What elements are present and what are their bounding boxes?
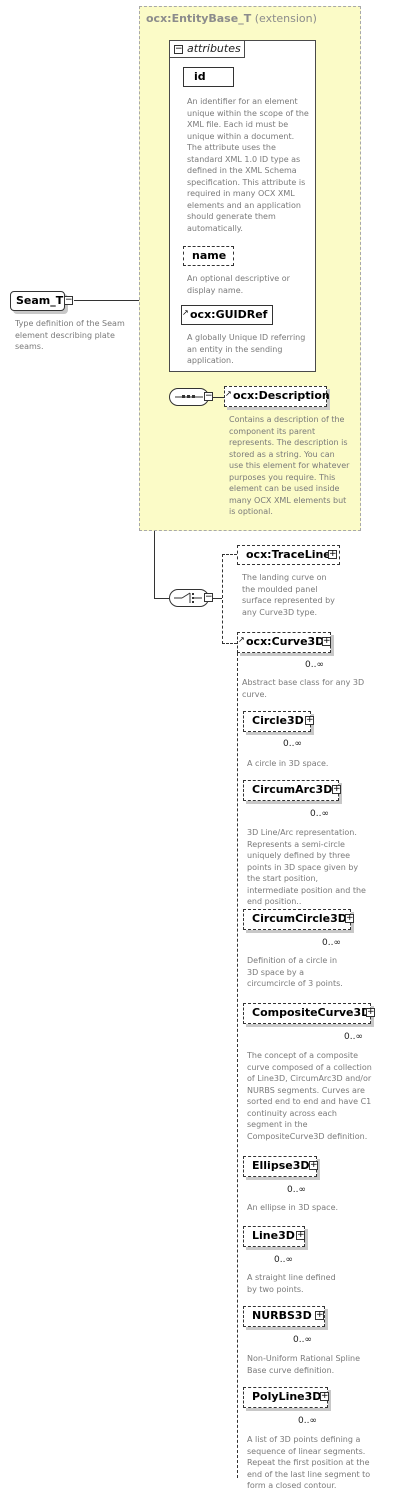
sequence-compositor (169, 388, 209, 406)
attribute-name-description: An optional descriptive or display name. (187, 274, 290, 295)
circle3d-description: A circle in 3D space. (247, 759, 329, 768)
connector-choice-v (222, 554, 223, 644)
attribute-guidref[interactable]: ↗ ocx:GUIDRef (181, 305, 273, 325)
circumcircle3d-label: CircumCircle3D (252, 912, 347, 925)
nurbs3d-description: Non-Uniform Rational Spline Base curve d… (247, 1354, 361, 1375)
seam-t-element[interactable]: Seam_T (10, 291, 65, 311)
curve3d-element[interactable]: ↗ ocx:Curve3D (237, 632, 331, 653)
polyline3d-expand-icon[interactable]: + (320, 1391, 329, 1401)
compositecurve3d-label: CompositeCurve3D (252, 1006, 371, 1019)
circumarc3d-element[interactable]: CircumArc3D (243, 780, 339, 801)
circumcircle3d-expand-icon[interactable]: + (345, 913, 354, 923)
circle3d-element[interactable]: Circle3D (243, 711, 311, 732)
attribute-id-description: An identifier for an element unique with… (187, 97, 309, 233)
circumcircle3d-multiplicity: 0..∞ (322, 938, 341, 948)
line3d-label: Line3D (252, 1229, 295, 1242)
attribute-name-label: name (192, 249, 227, 262)
description-element-label: ocx:Description (233, 389, 330, 402)
polyline3d-description: A list of 3D points defining a sequence … (247, 1435, 371, 1490)
connector-choice-top (222, 554, 237, 555)
connector-to-choice (154, 598, 169, 599)
connector-choice-h (213, 598, 222, 599)
compositecurve3d-element[interactable]: CompositeCurve3D (243, 1003, 371, 1024)
curve3d-expand-icon[interactable]: + (322, 636, 331, 646)
attributes-tab[interactable]: − attributes (169, 40, 245, 58)
seam-t-description: Type definition of the Seam element desc… (15, 319, 125, 351)
connector-choice-bottom (222, 643, 237, 644)
description-element[interactable]: ↗ ocx:Description (224, 386, 330, 407)
polyline3d-label: PolyLine3D (252, 1390, 322, 1403)
circle3d-expand-icon[interactable]: + (305, 715, 314, 725)
nurbs3d-multiplicity: 0..∞ (293, 1335, 312, 1345)
compositecurve3d-multiplicity: 0..∞ (344, 1032, 363, 1042)
connector-root (74, 300, 154, 301)
curve3d-description: Abstract base class for any 3D curve. (242, 678, 365, 699)
attributes-collapse-icon[interactable]: − (174, 44, 183, 54)
circumcircle3d-description: Definition of a circle in 3D space by a … (247, 956, 343, 988)
ellipse3d-element[interactable]: Ellipse3D (243, 1156, 317, 1177)
traceline-description: The landing curve on the moulded panel s… (242, 573, 335, 617)
nurbs3d-element[interactable]: NURBS3D (243, 1306, 325, 1327)
ellipse3d-description: An ellipse in 3D space. (247, 1203, 339, 1212)
ellipse3d-multiplicity: 0..∞ (287, 1185, 306, 1195)
nurbs3d-label: NURBS3D (252, 1309, 312, 1322)
traceline-element[interactable]: ocx:TraceLine (237, 545, 340, 565)
curve3d-element-label: ocx:Curve3D (246, 635, 325, 648)
circumarc3d-description: 3D Line/Arc representation. Represents a… (247, 828, 366, 906)
attribute-guidref-label: ocx:GUIDRef (190, 308, 268, 321)
connector-sequence-desc (213, 397, 224, 398)
choice-icon (174, 592, 202, 603)
seam-t-label: Seam_T (16, 294, 64, 307)
attribute-id-label: id (194, 70, 206, 83)
compositecurve3d-description: The concept of a composite curve compose… (247, 1051, 372, 1141)
circle3d-multiplicity: 0..∞ (283, 739, 302, 749)
sequence-collapse-icon[interactable]: − (204, 391, 213, 401)
circumarc3d-expand-icon[interactable]: + (332, 784, 341, 794)
ellipse3d-label: Ellipse3D (252, 1159, 310, 1172)
choice-compositor (169, 589, 209, 607)
circumarc3d-multiplicity: 0..∞ (310, 809, 329, 819)
choice-collapse-icon[interactable]: − (204, 592, 213, 602)
attributes-label: attributes (187, 42, 241, 55)
circumarc3d-label: CircumArc3D (252, 783, 333, 796)
circle3d-label: Circle3D (252, 714, 304, 727)
ellipse3d-expand-icon[interactable]: + (309, 1160, 318, 1170)
line3d-description: A straight line defined by two points. (247, 1273, 336, 1294)
polyline3d-element[interactable]: PolyLine3D (243, 1387, 328, 1408)
polyline3d-multiplicity: 0..∞ (298, 1416, 317, 1426)
description-ref-arrow-icon: ↗ (225, 389, 232, 398)
traceline-element-label: ocx:TraceLine (246, 548, 331, 561)
compositecurve3d-expand-icon[interactable]: + (366, 1007, 375, 1017)
line3d-multiplicity: 0..∞ (274, 1255, 293, 1265)
traceline-expand-icon[interactable]: + (328, 549, 337, 559)
attribute-ref-arrow-icon: ↗ (182, 308, 189, 317)
circumcircle3d-element[interactable]: CircumCircle3D (243, 909, 351, 930)
curve3d-multiplicity: 0..∞ (305, 660, 324, 670)
sequence-icon (175, 395, 203, 398)
extension-title: ocx:EntityBase_T (extension) (146, 12, 317, 25)
nurbs3d-expand-icon[interactable]: + (315, 1310, 324, 1320)
line3d-element[interactable]: Line3D (243, 1226, 305, 1247)
attribute-id[interactable]: id (183, 67, 234, 87)
line3d-expand-icon[interactable]: + (296, 1230, 305, 1240)
extension-type-name: ocx:EntityBase_T (146, 12, 252, 25)
curve3d-ref-arrow-icon: ↗ (238, 635, 245, 644)
substitution-connector (237, 653, 238, 1478)
attribute-name[interactable]: name (183, 246, 234, 266)
extension-kind: (extension) (254, 12, 317, 25)
seam-t-collapse-icon[interactable]: − (64, 295, 73, 305)
attribute-guidref-description: A globally Unique ID referring an entity… (187, 333, 306, 365)
description-element-description: Contains a description of the component … (229, 415, 350, 516)
